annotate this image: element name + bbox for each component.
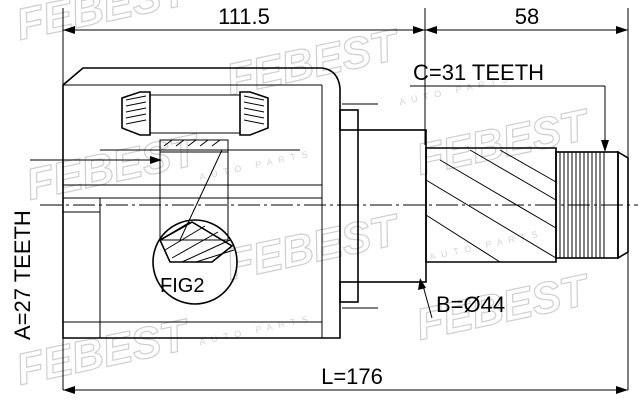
watermark-brand: FEBEST [12,0,195,50]
dimension-111-5: 111.5 [63,4,425,34]
watermark-brand: FEBEST [12,310,195,395]
fig2-detail: FIG2 [152,149,238,305]
watermark-tagline: AUTO PARTS [198,148,314,182]
outer-spline-label: C=31 TEETH [413,60,544,85]
fig2-label: FIG2 [160,275,204,297]
seal-diameter-label: B=Ø44 [436,292,505,317]
inner-spline-callout: A=27 TEETH [10,156,162,340]
tripod-bearing [121,91,269,153]
seal-flange [339,103,427,309]
dimension-top-left-label: 111.5 [218,4,270,29]
outer-spline-callout: C=31 TEETH [410,60,609,152]
total-length-label: L=176 [321,364,383,389]
watermark-brand: FEBEST [412,100,595,185]
dimension-top-right-label: 58 [515,4,539,29]
seal-diameter-callout: B=Ø44 [418,278,505,319]
watermark-brand: FEBEST [222,205,405,290]
inner-spline-label: A=27 TEETH [10,210,35,340]
watermark-tagline: AUTO PARTS [428,228,544,262]
stub-shaft [425,147,629,263]
dimension-58: 58 [425,4,628,34]
housing [62,67,341,339]
watermark-brand: FEBEST [22,125,205,210]
dimension-total: L=176 [63,364,628,394]
watermark-tagline: AUTO PARTS [198,313,314,347]
